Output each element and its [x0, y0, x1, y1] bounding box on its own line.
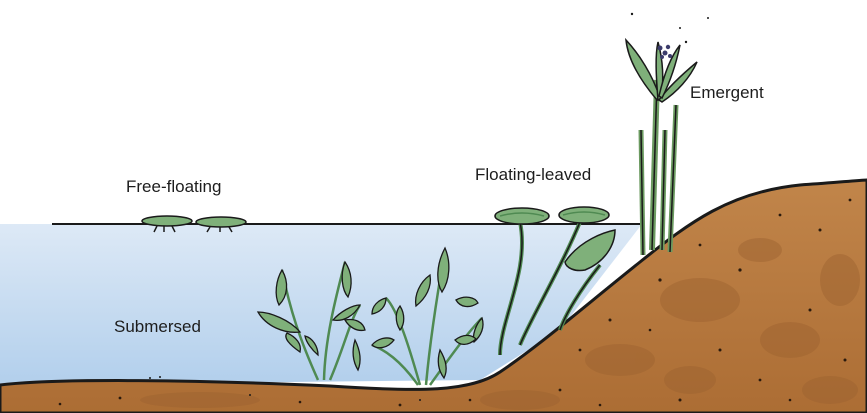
free-floating-label: Free-floating — [126, 178, 221, 195]
submersed-label: Submersed — [114, 318, 201, 335]
emergent-seed-dots — [631, 13, 709, 43]
floating-leaved-label: Floating-leaved — [475, 166, 591, 183]
emergent-label: Emergent — [690, 84, 764, 101]
